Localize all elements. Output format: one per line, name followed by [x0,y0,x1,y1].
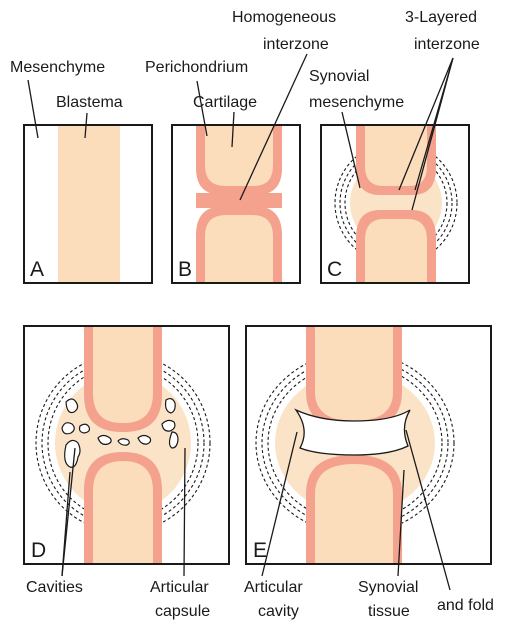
label-synovial-mesenchyme-line1: Synovial [309,68,369,85]
panel-a: A [24,125,152,283]
panel-c-letter: C [327,258,342,281]
label-articular-capsule-line1: Articular [150,579,209,596]
label-homogeneous-line2: interzone [263,36,329,53]
label-mesenchyme: Mesenchyme [10,59,105,76]
upper-element-cartilage [315,320,393,421]
label-synovial-tissue-line2: tissue [368,603,410,620]
panel-b: B [172,120,300,290]
lower-element-cartilage [205,215,273,290]
label-cavities: Cavities [26,579,83,596]
upper-element-cartilage [365,120,427,186]
cavity [62,423,74,434]
panel-e: E [246,320,491,570]
label-blastema: Blastema [56,94,123,111]
label-articular-cavity-line2: cavity [258,603,299,620]
cavity [170,432,179,448]
lower-element-cartilage [365,219,427,290]
panel-d-letter: D [31,539,46,562]
label-three-layered-line2: interzone [414,36,480,53]
label-cartilage: Cartilage [193,94,257,111]
panel-d: D [24,320,229,570]
label-perichondrium: Perichondrium [145,59,248,76]
upper-element-cartilage [93,320,153,423]
cavity [66,399,78,413]
panel-c: C [321,120,469,290]
label-and-fold: and fold [437,597,494,614]
cavity [166,399,176,413]
blastema-shape [58,125,120,283]
label-synovial-mesenchyme-line2: mesenchyme [309,94,404,111]
lower-element-cartilage [93,461,153,570]
lower-element-cartilage [315,464,393,570]
upper-element-cartilage [205,120,273,186]
cavity [162,420,175,431]
label-three-layered-line1: 3-Layered [405,9,477,26]
label-articular-capsule-line2: capsule [155,603,210,620]
label-synovial-tissue-line1: Synovial [358,579,418,596]
panel-a-letter: A [30,258,44,281]
panel-e-letter: E [253,539,267,562]
label-articular-cavity-line1: Articular [244,579,303,596]
homogeneous-interzone-band [196,193,282,208]
panel-b-letter: B [178,258,192,281]
cavity [80,424,90,433]
label-homogeneous-line1: Homogeneous [232,9,336,26]
